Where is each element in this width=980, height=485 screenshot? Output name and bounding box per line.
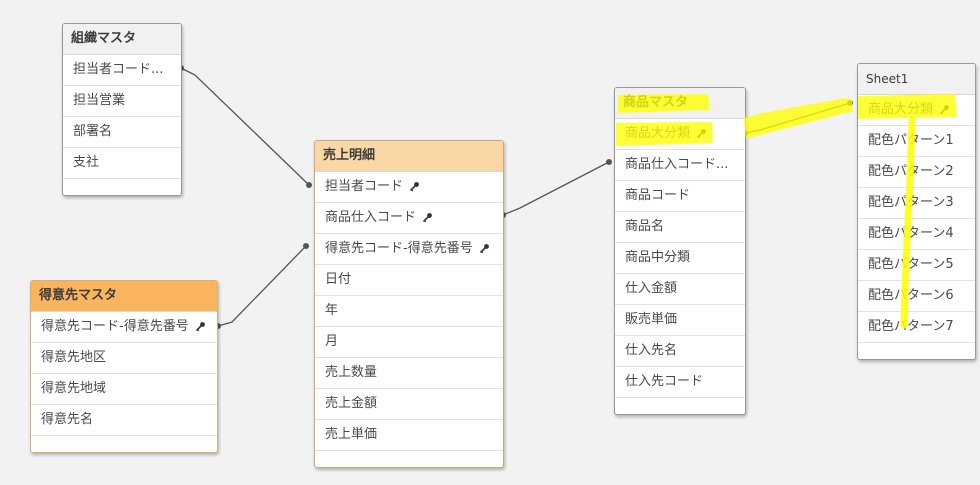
- table-footer: [858, 343, 975, 359]
- key-icon: [195, 322, 205, 332]
- field-row[interactable]: 得意先コード-得意先番号: [31, 312, 217, 343]
- field-label: 得意先コード-得意先番号: [41, 319, 189, 334]
- table-footer: [315, 451, 503, 467]
- field-label: 商品大分類: [868, 102, 934, 117]
- key-icon: [409, 182, 419, 192]
- field-row[interactable]: 商品仕入コード: [315, 203, 503, 234]
- field-label: 得意先コード-得意先番号: [325, 241, 473, 256]
- field-row[interactable]: 年: [315, 296, 503, 327]
- field-label: 日付: [325, 272, 352, 287]
- field-label: 商品中分類: [625, 250, 691, 265]
- field-row[interactable]: 部署名: [63, 117, 181, 148]
- table-header[interactable]: Sheet1: [858, 64, 975, 95]
- field-row[interactable]: 商品仕入コード...: [615, 150, 745, 181]
- field-row[interactable]: 売上単価: [315, 420, 503, 451]
- field-row[interactable]: 得意先名: [31, 405, 217, 436]
- field-label: 配色パターン2: [868, 164, 954, 179]
- table-sheet1[interactable]: Sheet1 商品大分類 配色パターン1 配色パターン2 配色パターン3 配色パ…: [857, 63, 976, 360]
- field-label: 得意先地区: [41, 350, 107, 365]
- field-label: 商品大分類: [625, 126, 691, 141]
- table-footer: [31, 436, 217, 452]
- field-label: 仕入先名: [625, 343, 678, 358]
- link-endpoint-dot: [306, 182, 312, 188]
- field-row[interactable]: 得意先コード-得意先番号: [315, 234, 503, 265]
- field-label: 配色パターン6: [868, 288, 954, 303]
- field-label: 商品仕入コード: [325, 210, 417, 225]
- field-label: 配色パターン3: [868, 195, 954, 210]
- field-row[interactable]: 得意先地域: [31, 374, 217, 405]
- field-row[interactable]: 日付: [315, 265, 503, 296]
- field-row[interactable]: 担当者コード...: [63, 55, 181, 86]
- field-row[interactable]: 配色パターン4: [858, 219, 975, 250]
- table-header[interactable]: 商品マスタ: [615, 88, 745, 119]
- field-label: 配色パターン5: [868, 257, 954, 272]
- field-label: 売上金額: [325, 396, 378, 411]
- field-row[interactable]: 配色パターン1: [858, 126, 975, 157]
- link-tokui-uriage: [217, 245, 307, 327]
- table-tokuisaki-master[interactable]: 得意先マスタ 得意先コード-得意先番号 得意先地区 得意先地域 得意先名: [30, 280, 218, 453]
- field-label: 配色パターン7: [868, 319, 954, 334]
- table-uriage-meisai[interactable]: 売上明細 担当者コード 商品仕入コード 得意先コード-得意先番号 日付 年 月 …: [314, 140, 504, 468]
- key-icon: [939, 105, 949, 115]
- field-row[interactable]: 商品大分類: [615, 119, 745, 150]
- table-header[interactable]: 売上明細: [315, 141, 503, 172]
- field-label: 部署名: [73, 124, 113, 139]
- table-soshiki-master[interactable]: 組織マスタ 担当者コード... 担当営業 部署名 支社: [62, 23, 182, 196]
- field-row[interactable]: 配色パターン2: [858, 157, 975, 188]
- field-row[interactable]: 担当者コード: [315, 172, 503, 203]
- link-uriage-shohin: [502, 161, 610, 216]
- link-endpoint-dot: [606, 159, 612, 165]
- field-row[interactable]: 配色パターン5: [858, 250, 975, 281]
- field-label: 得意先地域: [41, 381, 107, 396]
- link-endpoint-dot: [847, 100, 853, 106]
- key-icon: [696, 129, 706, 139]
- field-row[interactable]: 売上数量: [315, 358, 503, 389]
- field-row[interactable]: 商品大分類: [858, 95, 975, 126]
- field-label: 仕入金額: [625, 281, 678, 296]
- field-label: 年: [325, 303, 339, 318]
- table-footer: [615, 398, 745, 414]
- field-row[interactable]: 仕入先コード: [615, 367, 745, 398]
- field-label: 販売単価: [625, 312, 678, 327]
- field-row[interactable]: 売上金額: [315, 389, 503, 420]
- field-row[interactable]: 商品名: [615, 212, 745, 243]
- field-label: 商品コード: [625, 188, 691, 203]
- field-row[interactable]: 得意先地区: [31, 343, 217, 374]
- field-label: 担当者コード: [325, 179, 404, 194]
- field-row[interactable]: 月: [315, 327, 503, 358]
- table-shohin-master[interactable]: 商品マスタ 商品大分類 商品仕入コード... 商品コード 商品名 商品中分類 仕…: [614, 87, 746, 415]
- field-row[interactable]: 配色パターン6: [858, 281, 975, 312]
- field-row[interactable]: 商品コード: [615, 181, 745, 212]
- field-label: 得意先名: [41, 412, 94, 427]
- link-endpoint-dot: [303, 243, 309, 249]
- field-label: 商品仕入コード...: [625, 157, 729, 172]
- field-row[interactable]: 仕入金額: [615, 274, 745, 305]
- field-label: 月: [325, 334, 339, 349]
- field-label: 担当営業: [73, 93, 126, 108]
- table-header[interactable]: 得意先マスタ: [31, 281, 217, 312]
- key-icon: [422, 213, 432, 223]
- field-label: 売上単価: [325, 427, 378, 442]
- field-row[interactable]: 配色パターン7: [858, 312, 975, 343]
- table-footer: [63, 179, 181, 195]
- field-row[interactable]: 配色パターン3: [858, 188, 975, 219]
- field-label: 売上数量: [325, 365, 378, 380]
- field-label: 商品名: [625, 219, 665, 234]
- link-soshiki-uriage: [180, 67, 310, 186]
- field-row[interactable]: 支社: [63, 148, 181, 179]
- field-label: 仕入先コード: [625, 374, 704, 389]
- link-shohin-sheet1: [744, 102, 851, 134]
- field-row[interactable]: 担当営業: [63, 86, 181, 117]
- field-label: 担当者コード...: [73, 62, 164, 77]
- field-label: 支社: [73, 155, 100, 170]
- field-row[interactable]: 販売単価: [615, 305, 745, 336]
- field-row[interactable]: 仕入先名: [615, 336, 745, 367]
- field-label: 配色パターン4: [868, 226, 954, 241]
- key-icon: [479, 244, 489, 254]
- field-label: 配色パターン1: [868, 133, 954, 148]
- field-row[interactable]: 商品中分類: [615, 243, 745, 274]
- table-header[interactable]: 組織マスタ: [63, 24, 181, 55]
